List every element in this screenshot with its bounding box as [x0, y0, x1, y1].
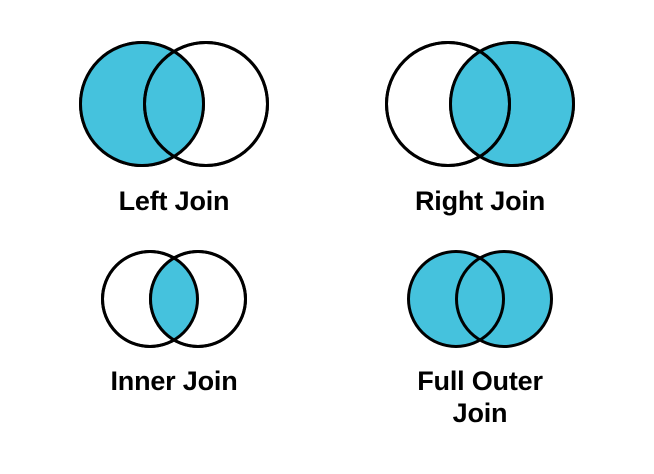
- full-outer-join-right-circle-edge: [455, 250, 553, 348]
- right-join-highlight-right-circle: [450, 42, 574, 166]
- left-join-left-circle-edge: [79, 41, 205, 167]
- inner-join-left-circle-edge: [101, 250, 199, 348]
- full-outer-join-left-circle-edge: [407, 250, 505, 348]
- diagram-inner-join: Inner Join: [44, 244, 304, 398]
- right-join-left-circle-edge: [385, 41, 511, 167]
- left-join-venn-graphic: [44, 34, 304, 174]
- left-join-highlight-left-circle: [80, 42, 204, 166]
- full-outer-join-venn-graphic: [350, 244, 610, 354]
- inner-join-venn-graphic: [44, 244, 304, 354]
- diagram-left-join: Left Join: [44, 34, 304, 218]
- right-join-right-circle-edge: [449, 41, 575, 167]
- inner-join-label: Inner Join: [110, 366, 238, 396]
- left-join-label: Left Join: [118, 186, 230, 216]
- left-join-right-circle-edge: [143, 41, 269, 167]
- inner-join-highlight-intersection: [150, 251, 198, 347]
- right-join-label: Right Join: [415, 186, 545, 216]
- right-join-venn-graphic: [350, 34, 610, 174]
- inner-join-right-circle-edge: [149, 250, 247, 348]
- diagram-right-join: Right Join: [350, 34, 610, 218]
- diagram-full-outer-join: Full Outer Join: [350, 244, 610, 430]
- full-outer-join-label: Full Outer Join: [417, 366, 543, 428]
